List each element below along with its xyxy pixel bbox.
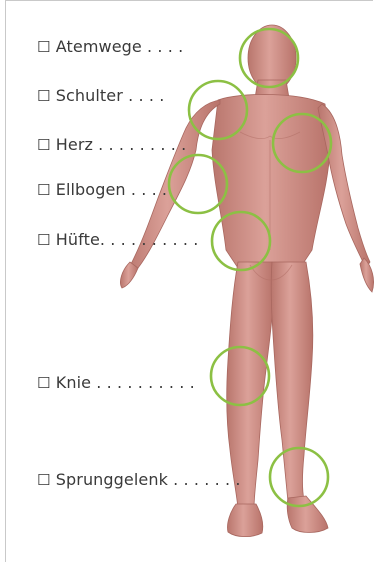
label-knie-text: Knie . . . . . . . . . . xyxy=(56,373,195,392)
checkbox-icon[interactable]: ☐ xyxy=(37,38,51,56)
checkbox-icon[interactable]: ☐ xyxy=(37,231,51,249)
label-sprunggelenk-text: Sprunggelenk . . . . . . . xyxy=(56,470,241,489)
checkbox-icon[interactable]: ☐ xyxy=(37,136,51,154)
checkbox-icon[interactable]: ☐ xyxy=(37,181,51,199)
label-sprunggelenk: ☐ Sprunggelenk . . . . . . . xyxy=(37,470,241,490)
checkbox-icon[interactable]: ☐ xyxy=(37,87,51,105)
label-herz: ☐ Herz . . . . . . . . . xyxy=(37,135,186,155)
label-atemwege: ☐ Atemwege . . . . xyxy=(37,37,183,57)
checkbox-icon[interactable]: ☐ xyxy=(37,471,51,489)
label-herz-text: Herz . . . . . . . . . xyxy=(56,135,187,154)
label-huefte: ☐ Hüfte. . . . . . . . . . xyxy=(37,230,198,250)
label-knie: ☐ Knie . . . . . . . . . . xyxy=(37,373,195,393)
label-schulter-text: Schulter . . . . xyxy=(56,86,165,105)
label-ellbogen-text: Ellbogen . . . . xyxy=(56,180,167,199)
label-schulter: ☐ Schulter . . . . xyxy=(37,86,164,106)
label-huefte-text: Hüfte. . . . . . . . . . xyxy=(56,230,199,249)
label-ellbogen: ☐ Ellbogen . . . . xyxy=(37,180,167,200)
label-atemwege-text: Atemwege . . . . xyxy=(56,37,184,56)
checkbox-icon[interactable]: ☐ xyxy=(37,374,51,392)
